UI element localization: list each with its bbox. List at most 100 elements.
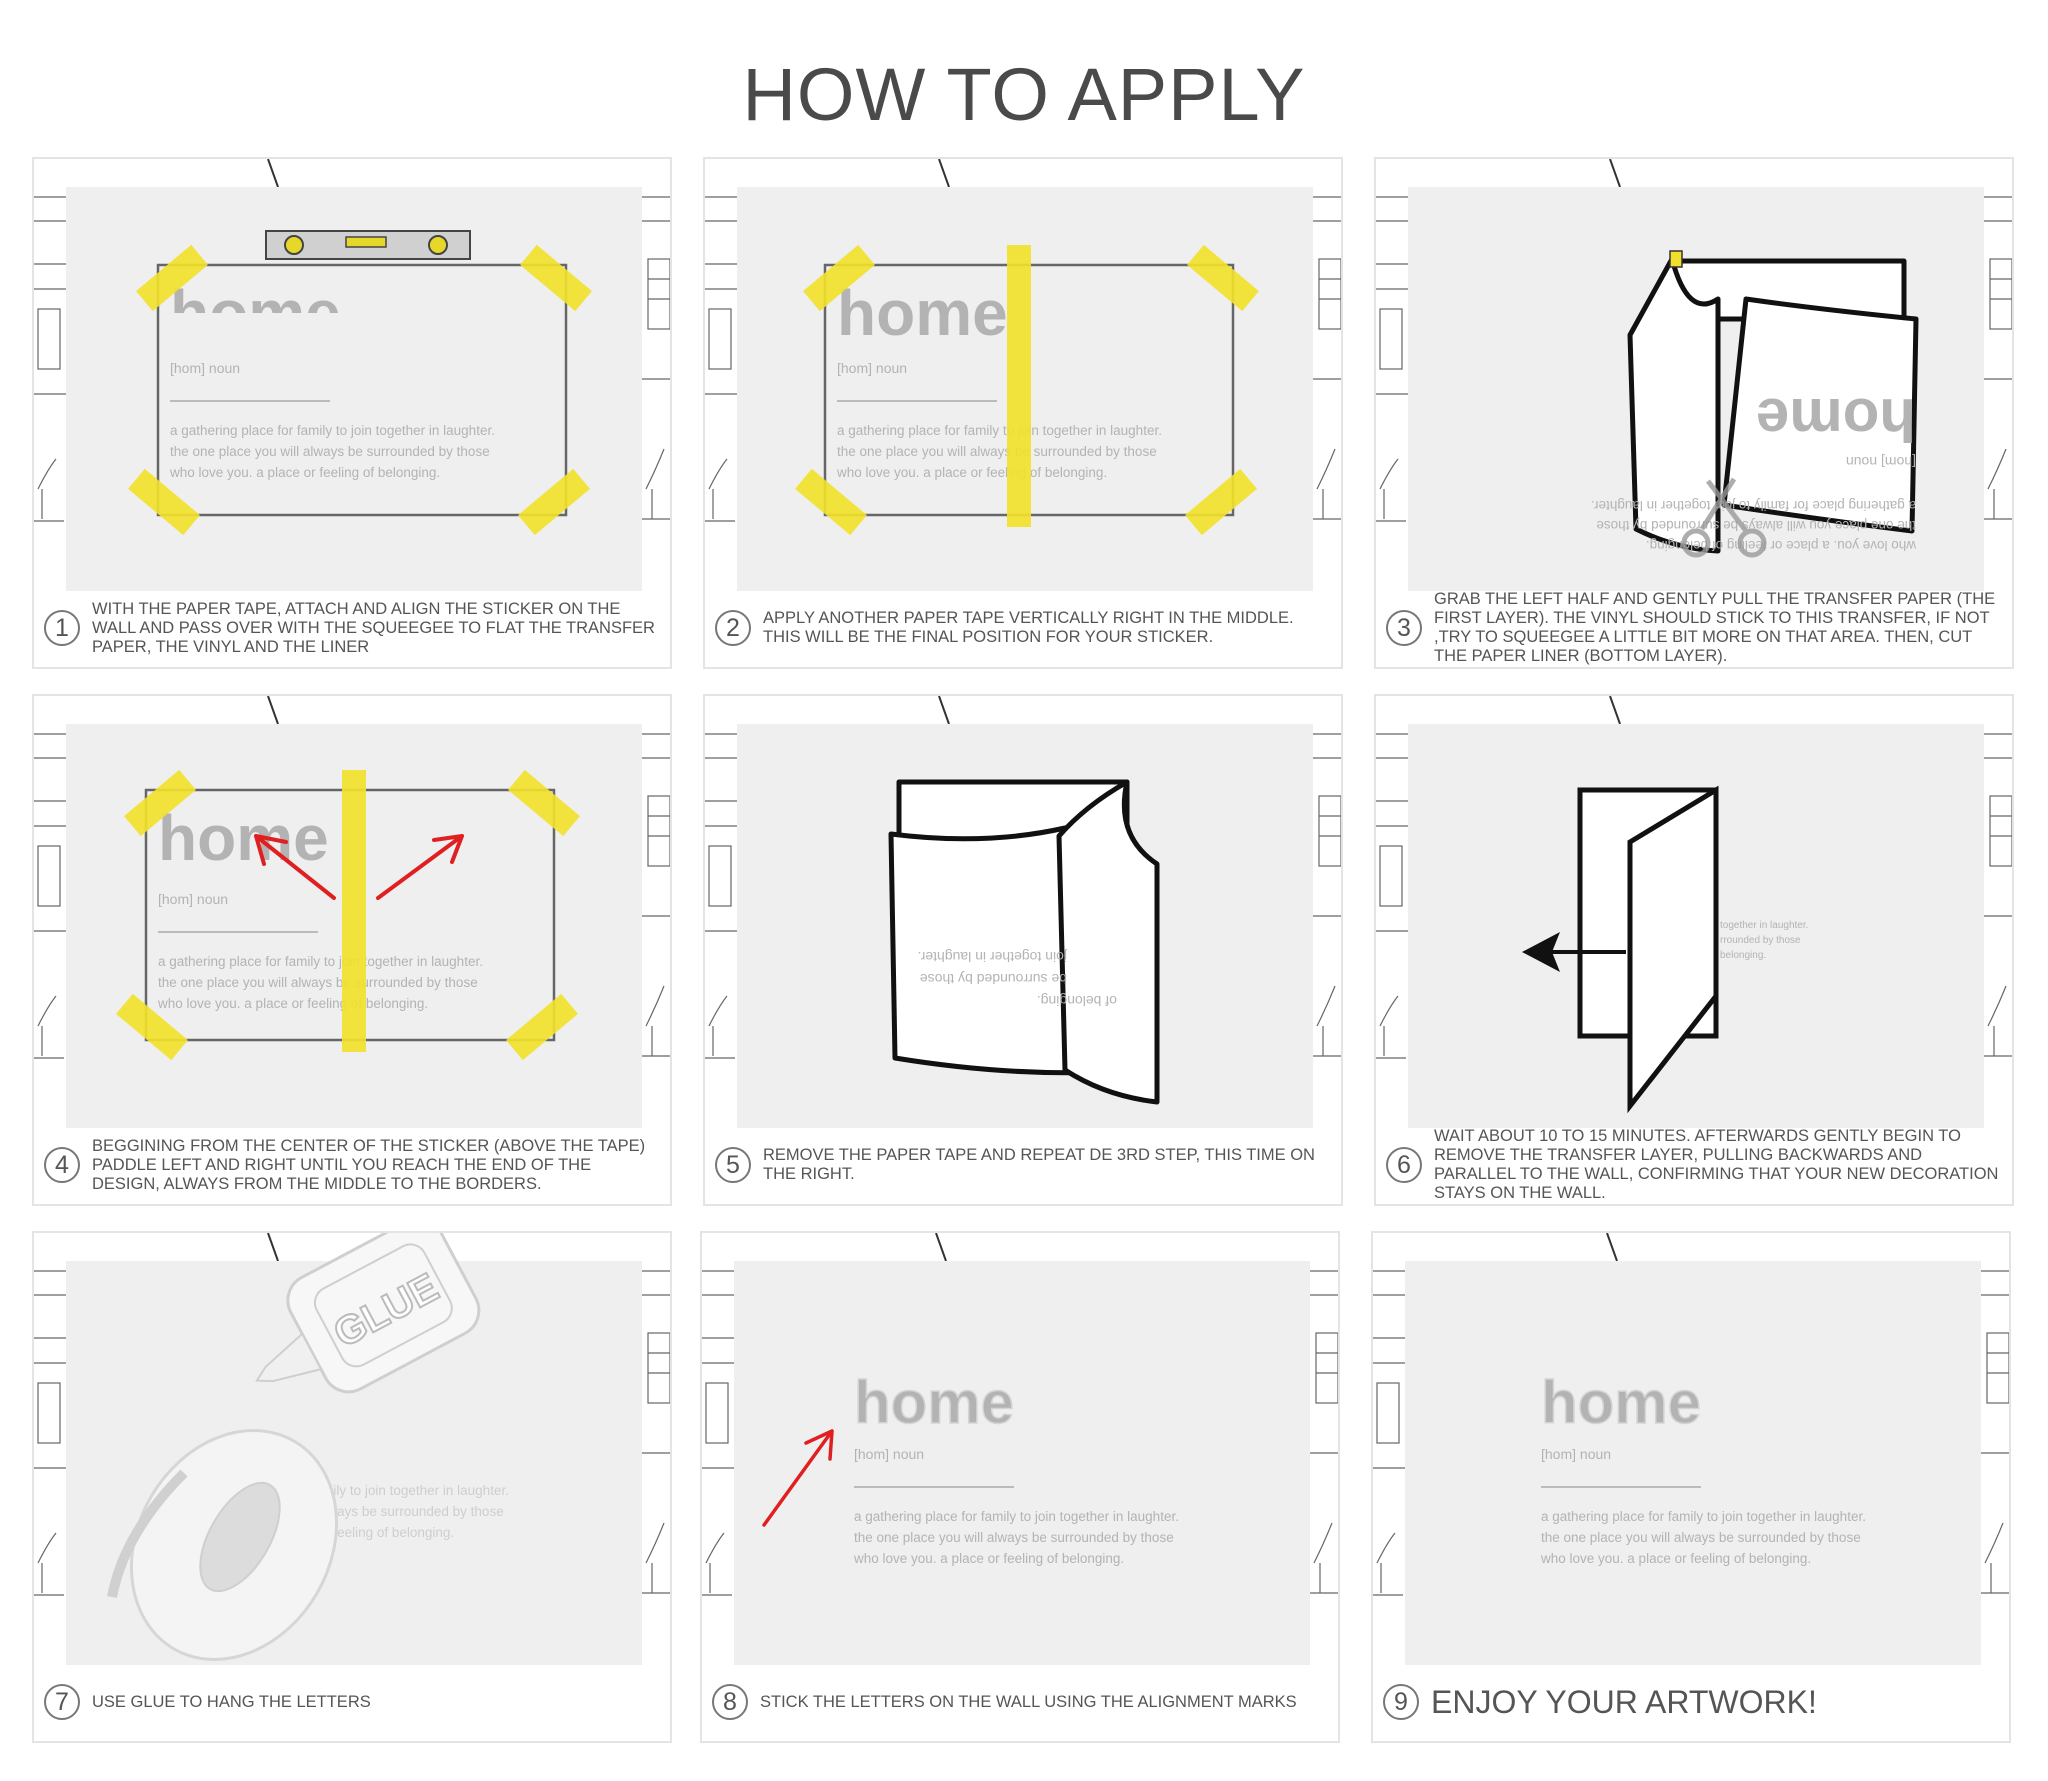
step-text-8: STICK THE LETTERS ON THE WALL USING THE … [760, 1692, 1297, 1711]
step-number-1: 1 [44, 610, 80, 646]
tape-corner-bottom-right [506, 993, 578, 1061]
sticker-definition-line-1: a gathering place for family to join tog… [1591, 498, 1916, 513]
step-illustration-8: home [hom] noun a gathering place for fa… [702, 1233, 1338, 1665]
tape-corner-top-right [520, 244, 592, 312]
step-text-4: BEGGINING FROM THE CENTER OF THE STICKER… [92, 1136, 646, 1193]
mirrored-fragment-2: be surrounded by those [920, 971, 1067, 987]
sticker-definition-line-3: who love you. a place or feeling of belo… [836, 465, 1107, 480]
sticker-definition-line-2: the one place you will always be surroun… [837, 444, 1157, 459]
step-illustration-1: home [hom] noun a gathering place for fa… [34, 159, 670, 591]
sticker-pronunciation: [hom] noun [854, 1446, 924, 1462]
tape-corner-top-left [803, 244, 875, 312]
step-panel-9: home [hom] noun a gathering place for fa… [1371, 1231, 2011, 1743]
arrow-to-letters-icon [762, 1429, 834, 1527]
sticker-definition-line-3: who love you. a place or feeling of belo… [1540, 1551, 1811, 1566]
step-text-7: USE GLUE TO HANG THE LETTERS [92, 1692, 371, 1711]
step-panel-7: a gathering place for family to join tog… [32, 1231, 672, 1743]
sticker-definition-line-1: a gathering place for family to join tog… [854, 1509, 1179, 1524]
sticker-definition-line-3: who love you. a place or feeling of belo… [157, 996, 428, 1011]
step-text-5: REMOVE THE PAPER TAPE AND REPEAT DE 3RD … [763, 1146, 1315, 1183]
step-panel-1: home [hom] noun a gathering place for fa… [32, 157, 672, 669]
sticker-definition-line-1: a gathering place for family to join tog… [1541, 1509, 1866, 1524]
arrow-left-icon [254, 834, 336, 900]
level-tool-icon [265, 230, 471, 260]
tape-corner-bottom-left [795, 468, 867, 536]
scissors-icon [1681, 477, 1767, 558]
sticker-definition-line-2: the one place you will always be surroun… [158, 975, 478, 990]
sticker-definition-line-1: a gathering place for family to join tog… [170, 423, 495, 438]
sticker-definition-line-2: the one place you will always be surroun… [854, 1530, 1174, 1545]
sticker-word: home [837, 277, 1008, 349]
step-panel-6: together in laughter. rrounded by those … [1374, 694, 2014, 1206]
step-illustration-7: a gathering place for family to join tog… [34, 1233, 670, 1665]
step-illustration-3: home [hom] noun a gathering place for fa… [1376, 159, 2012, 591]
step-caption-5: 5 REMOVE THE PAPER TAPE AND REPEAT DE 3R… [715, 1128, 1331, 1202]
tape-corner-top-right [508, 769, 580, 837]
tape-corner-top-left [124, 769, 196, 837]
right-tail-fragment-3: belonging. [1720, 950, 1766, 961]
step-number-2: 2 [715, 610, 751, 646]
tape-vertical-center [342, 770, 366, 1052]
step-caption-4: 4 BEGGINING FROM THE CENTER OF THE STICK… [44, 1128, 660, 1202]
peeling-sticker-icon [1627, 256, 1919, 554]
sticker-pronunciation: [hom] noun [170, 360, 240, 376]
step-illustration-4: home [hom] noun a gathering place for fa… [34, 696, 670, 1128]
sticker-definition-line-3: who love you. a place or feeling of belo… [1646, 538, 1917, 553]
sticker-word: home [1541, 1369, 1701, 1436]
step-number-7: 7 [44, 1684, 80, 1720]
folding-transfer-icon [1577, 785, 1719, 1114]
step-caption-8: 8 STICK THE LETTERS ON THE WALL USING TH… [712, 1665, 1328, 1739]
sticker-definition-line-2: the one place you will always be surroun… [170, 444, 490, 459]
right-tail-fragment-1: together in laughter. [1720, 920, 1808, 931]
step-caption-9: 9 ENJOY YOUR ARTWORK! [1383, 1665, 1999, 1739]
peeling-sticker-right-icon [888, 779, 1160, 1105]
step-illustration-9: home [hom] noun a gathering place for fa… [1373, 1233, 2009, 1665]
sticker-definition-line-2: the one place you will always be surroun… [1596, 518, 1916, 533]
step-panel-5: join together in laughter. be surrounded… [703, 694, 1343, 1206]
tape-corner-bottom-right [1185, 468, 1257, 536]
tape-corner-bottom-left [116, 993, 188, 1061]
sticker-pronunciation: [hom] noun [1541, 1446, 1611, 1462]
tape-corner-bottom-left [128, 468, 200, 536]
tape-corner-top-left [136, 244, 208, 312]
step-text-6: WAIT ABOUT 10 TO 15 MINUTES. AFTERWARDS … [1434, 1127, 1999, 1202]
step-text-2: APPLY ANOTHER PAPER TAPE VERTICALLY RIGH… [763, 609, 1294, 646]
step-panel-4: home [hom] noun a gathering place for fa… [32, 694, 672, 1206]
mirrored-fragment-3: of belonging. [1037, 993, 1117, 1009]
step-text-9: ENJOY YOUR ARTWORK! [1431, 1684, 1817, 1720]
step-number-6: 6 [1386, 1147, 1422, 1183]
step-number-9: 9 [1383, 1684, 1419, 1720]
step-caption-3: 3 GRAB THE LEFT HALF AND GENTLY PULL THE… [1386, 590, 2002, 665]
sticker-definition-line-3: who love you. a place or feeling of belo… [853, 1551, 1124, 1566]
mirrored-fragment-text: join together in laughter. be surrounded… [918, 949, 1117, 1009]
sticker-definition-line-1: a gathering place for family to join tog… [837, 423, 1162, 438]
tape-corner-top-right [1187, 244, 1259, 312]
arrow-pull-left-icon [1522, 932, 1626, 972]
step-panel-8: home [hom] noun a gathering place for fa… [700, 1231, 1340, 1743]
step-illustration-5: join together in laughter. be surrounded… [705, 696, 1341, 1128]
step-panel-3: home [hom] noun a gathering place for fa… [1374, 157, 2014, 669]
step-number-8: 8 [712, 1684, 748, 1720]
sticker-pronunciation: [hom] noun [1846, 454, 1916, 470]
step-number-5: 5 [715, 1147, 751, 1183]
step-illustration-6: together in laughter. rrounded by those … [1376, 696, 2012, 1128]
tape-corner-bottom-right [518, 468, 590, 536]
step-number-4: 4 [44, 1147, 80, 1183]
sticker-word: home [158, 802, 329, 874]
sticker-pronunciation: [hom] noun [837, 360, 907, 376]
glue-bottle-icon: GLUE [255, 1233, 481, 1394]
arrow-right-icon [376, 834, 464, 900]
right-tail-fragment-2: rrounded by those [1720, 935, 1801, 946]
sticker-definition-line-2: the one place you will always be surroun… [1541, 1530, 1861, 1545]
step-number-3: 3 [1386, 610, 1422, 646]
step-caption-2: 2 APPLY ANOTHER PAPER TAPE VERTICALLY RI… [715, 591, 1331, 665]
step-illustration-2: home [hom] noun a gathering place for fa… [705, 159, 1341, 591]
step-panel-2: home [hom] noun a gathering place for fa… [703, 157, 1343, 669]
tape-vertical-center [1007, 245, 1031, 527]
sticker-definition-line-1: a gathering place for family to join tog… [158, 954, 483, 969]
page-title: HOW TO APPLY [742, 53, 1306, 136]
step-text-1: WITH THE PAPER TAPE, ATTACH AND ALIGN TH… [92, 599, 655, 656]
step-caption-1: 1 WITH THE PAPER TAPE, ATTACH AND ALIGN … [44, 591, 660, 665]
letter-o-icon [107, 1429, 339, 1661]
sticker-word: home [854, 1369, 1014, 1436]
